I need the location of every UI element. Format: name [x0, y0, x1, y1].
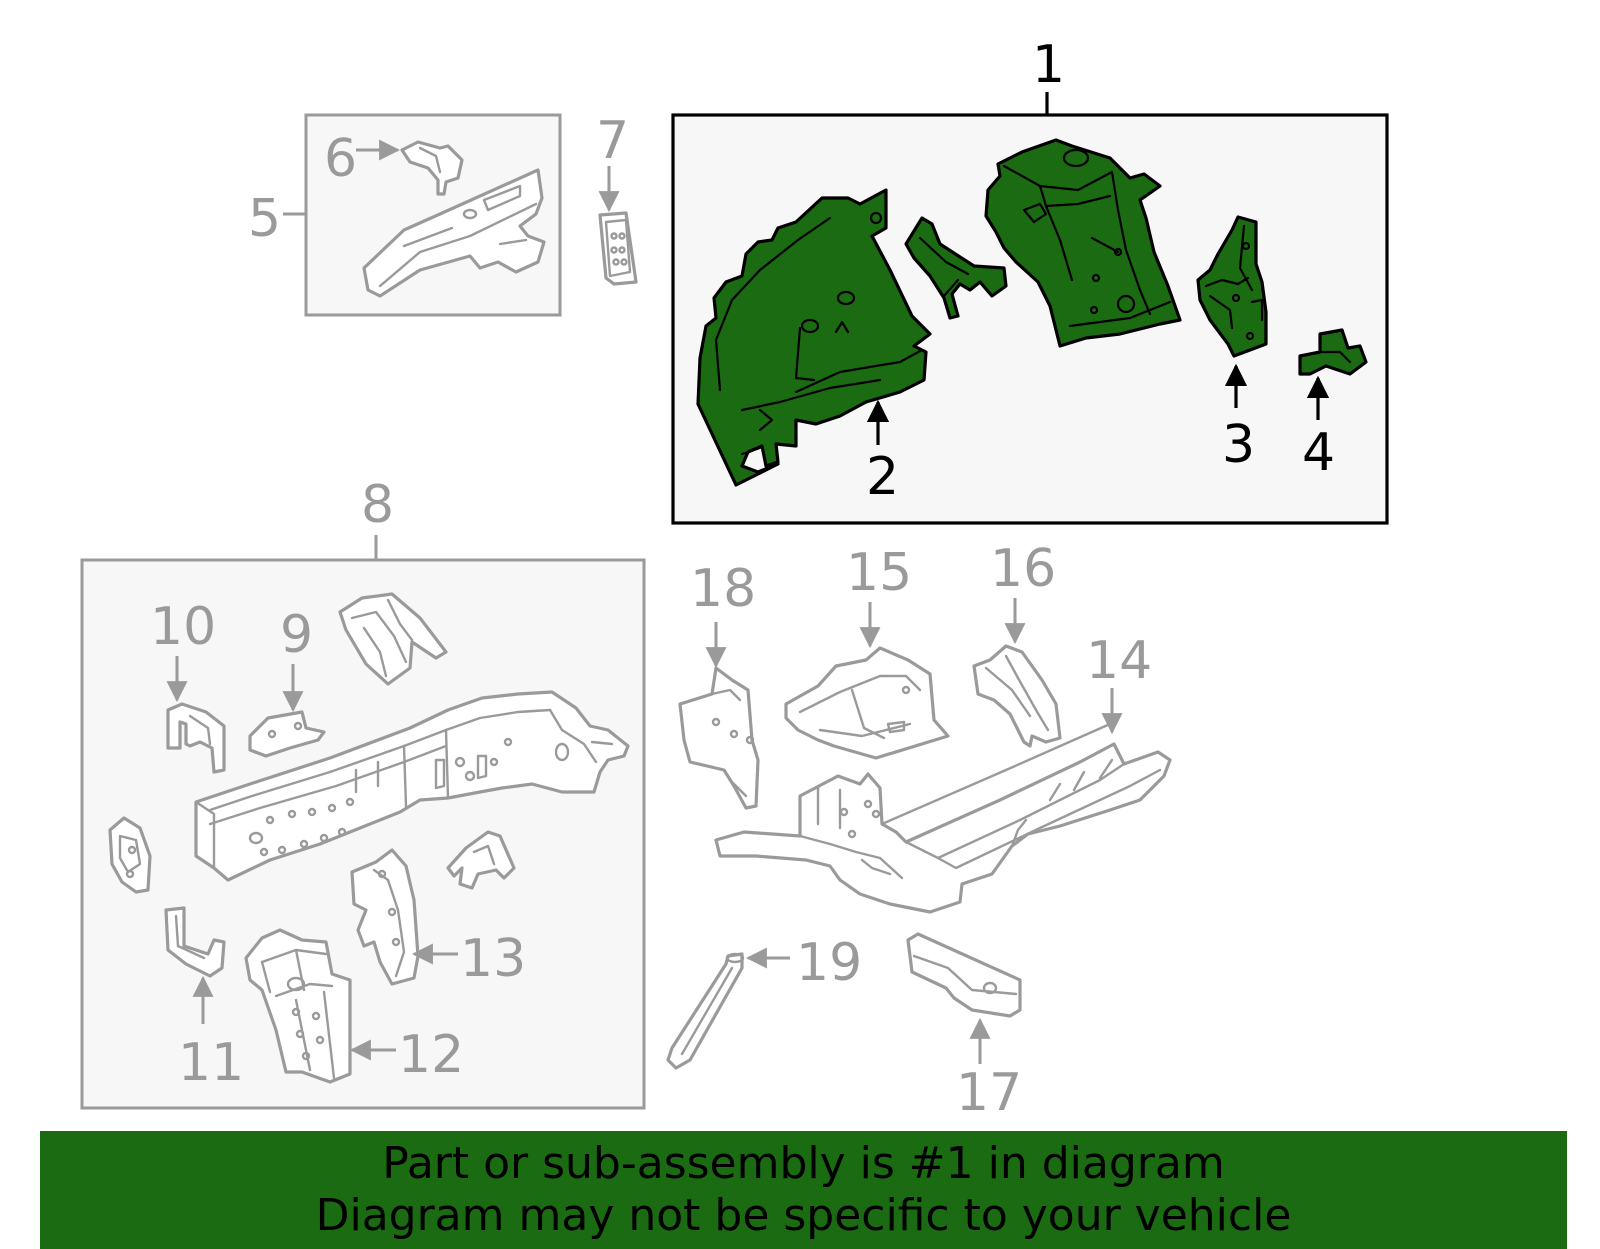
part-10-bracket[interactable]	[166, 702, 226, 774]
callout-5: 5	[248, 189, 281, 249]
callout-12: 12	[398, 1025, 464, 1085]
part-7-plate[interactable]	[598, 211, 638, 286]
part-13-pillar-inner[interactable]	[350, 848, 420, 986]
banner-line-2: Diagram may not be specific to your vehi…	[315, 1190, 1292, 1241]
part-8-frame-rail[interactable]	[194, 690, 630, 882]
part-1-strut-tower[interactable]	[984, 138, 1182, 348]
part-11-bracket[interactable]	[164, 906, 226, 978]
part-2-wheelhouse[interactable]	[696, 188, 932, 487]
callout-10: 10	[150, 597, 216, 657]
part-18-plate[interactable]	[678, 666, 760, 810]
callout-16: 16	[990, 539, 1056, 599]
callout-2[interactable]: 2	[866, 447, 899, 507]
part-17-bracket[interactable]	[906, 932, 1022, 1018]
callout-15: 15	[846, 543, 912, 603]
part-1-bracket[interactable]	[904, 216, 1008, 320]
part-12-pillar[interactable]	[244, 928, 352, 1084]
callout-13: 13	[460, 929, 526, 989]
callout-9: 9	[280, 605, 313, 665]
part-14-frame[interactable]	[714, 722, 1172, 914]
callout-19: 19	[796, 933, 862, 993]
part-8-small-plate[interactable]	[108, 816, 152, 894]
disclaimer-banner: Part or sub-assembly is #1 in diagram Di…	[40, 1131, 1567, 1249]
part-16-bracket[interactable]	[972, 644, 1062, 748]
part-19-rod[interactable]	[666, 952, 745, 1070]
part-15-bracket[interactable]	[784, 646, 950, 760]
callout-17: 17	[956, 1063, 1022, 1123]
callout-7: 7	[596, 111, 629, 171]
callout-14: 14	[1086, 631, 1152, 691]
part-9-plate[interactable]	[248, 710, 326, 758]
part-5-rail[interactable]	[362, 168, 546, 298]
part-6-bracket[interactable]	[400, 140, 464, 196]
callout-3[interactable]: 3	[1222, 415, 1255, 475]
part-3-reinforcement[interactable]	[1196, 215, 1268, 358]
callout-6: 6	[324, 129, 357, 189]
callout-11: 11	[178, 1033, 244, 1093]
part-8-small-bracket[interactable]	[446, 830, 516, 890]
part-8-upper-bracket[interactable]	[338, 592, 448, 686]
callout-4[interactable]: 4	[1302, 423, 1335, 483]
callout-18: 18	[690, 559, 756, 619]
part-4-bracket[interactable]	[1298, 328, 1368, 376]
callout-8: 8	[361, 475, 394, 535]
callout-1[interactable]: 1	[1032, 35, 1065, 95]
banner-line-1: Part or sub-assembly is #1 in diagram	[382, 1138, 1225, 1189]
